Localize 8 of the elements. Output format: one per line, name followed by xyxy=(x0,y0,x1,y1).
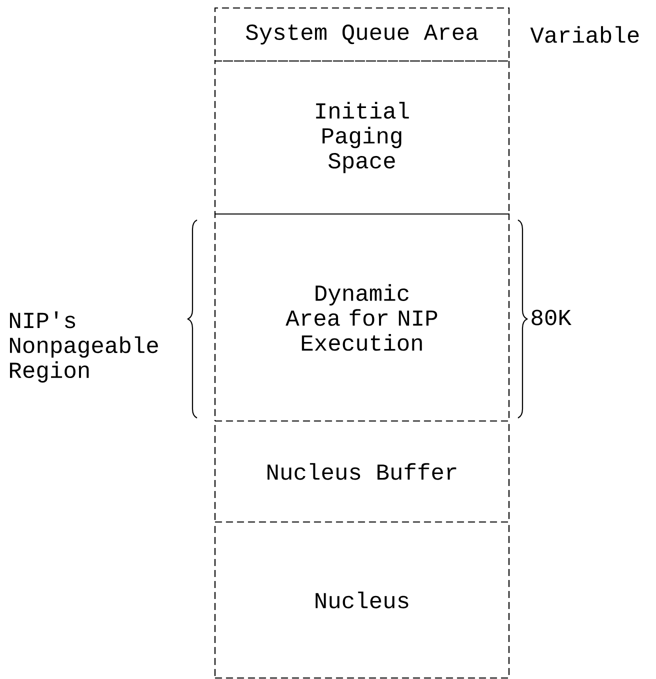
memory-area-box: System Queue Area xyxy=(214,7,510,62)
size-note: 80K xyxy=(532,310,572,326)
region-label: NIP's Nonpageable Region xyxy=(10,311,158,383)
memory-area-box: Nucleus xyxy=(214,521,510,679)
memory-area-box: Nucleus Buffer xyxy=(214,420,510,523)
memory-area-box: Initial Paging Space xyxy=(214,60,510,215)
size-note: Variable xyxy=(530,26,639,43)
memory-area-box: Dynamic Area for NIP Execution xyxy=(214,213,510,422)
